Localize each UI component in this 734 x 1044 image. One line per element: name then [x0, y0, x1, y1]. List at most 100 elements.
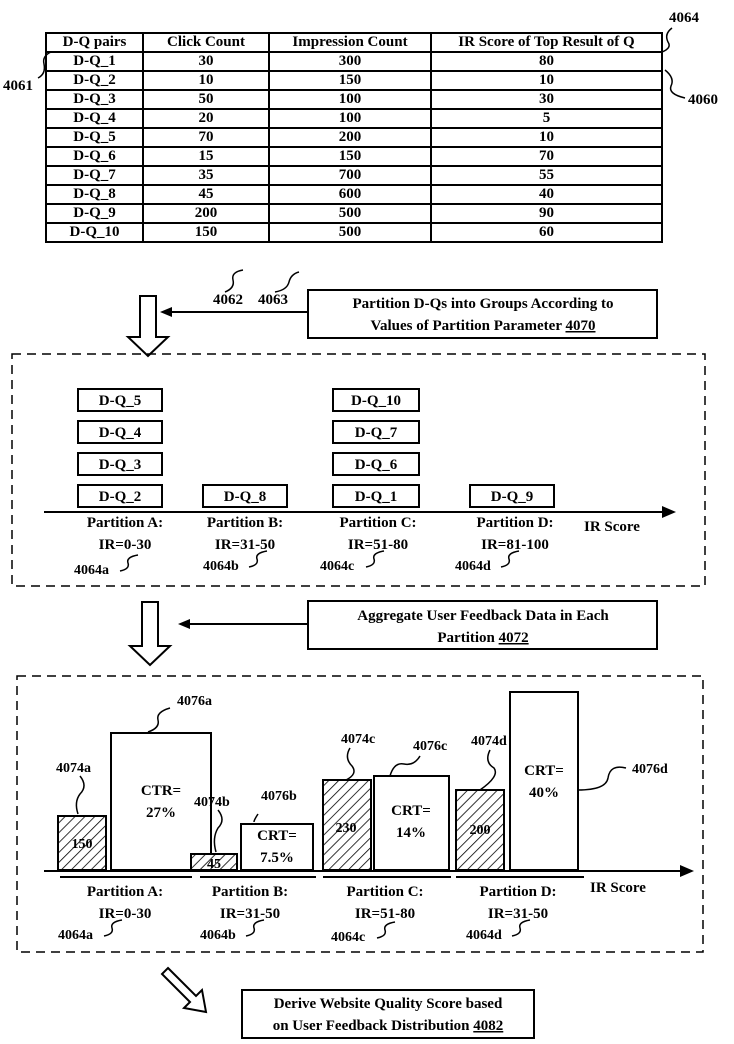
ref-4064d: 4064d [455, 559, 491, 574]
table-cell: 10 [142, 70, 270, 91]
table-cell: 20 [142, 108, 270, 129]
click-bar [57, 815, 107, 871]
table-cell: D-Q_5 [45, 127, 144, 148]
partition-top-name: Partition D: [476, 515, 553, 531]
dq-box [77, 484, 163, 508]
leader-4076d [577, 766, 627, 791]
ref-4074d: 4074d [471, 734, 507, 749]
dq-box [469, 484, 555, 508]
dq-box-label: D-Q_5 [99, 393, 142, 409]
step2-line2: Partition 4072 [437, 630, 528, 646]
ref-4064b: 4064b [200, 928, 236, 943]
rate-bar-label: CTR= [141, 783, 181, 799]
partition-top-range: IR=51-80 [348, 537, 408, 553]
rate-bar [373, 775, 450, 871]
partition-bottom-range: IR=51-80 [355, 906, 415, 922]
dq-box [332, 452, 420, 476]
table-cell: 150 [142, 222, 270, 243]
ir-axis-top-head [662, 506, 676, 518]
table-cell: 30 [430, 89, 663, 110]
rate-bar [509, 691, 579, 871]
table-cell: 60 [430, 222, 663, 243]
leader-4074d [479, 749, 497, 791]
partition-top-name: Partition A: [87, 515, 163, 531]
partition-bottom-name: Partition D: [479, 884, 556, 900]
click-bar-value: 230 [336, 821, 357, 836]
ref-4076c: 4076c [413, 739, 447, 754]
leader-4064d [500, 550, 520, 568]
dq-box-label: D-Q_10 [351, 393, 401, 409]
table-cell: 10 [430, 127, 663, 148]
table-cell: 100 [268, 89, 432, 110]
table-cell: 55 [430, 165, 663, 186]
dq-box-label: D-Q_3 [99, 457, 142, 473]
table-cell: 30 [142, 51, 270, 72]
dq-box-label: D-Q_4 [99, 425, 142, 441]
click-bar-value: 200 [470, 823, 491, 838]
ir-axis-bottom-label: IR Score [590, 880, 646, 896]
table-cell: 45 [142, 184, 270, 205]
ref-4064b: 4064b [203, 559, 239, 574]
rate-bar-label: CRT= [524, 763, 564, 779]
leader-4076c [389, 755, 421, 777]
step3-arrow [160, 966, 208, 1014]
leader-4064a [119, 554, 139, 572]
leader-4074b [213, 809, 223, 853]
col-header-impression: Impression Count [268, 32, 432, 53]
dq-box [332, 388, 420, 412]
table-cell: 5 [430, 108, 663, 129]
partition-top-range: IR=0-30 [99, 537, 152, 553]
ref-4076a: 4076a [177, 694, 212, 709]
rate-bar-label: CRT= [257, 828, 297, 844]
table-cell: D-Q_2 [45, 70, 144, 91]
table-cell: 200 [142, 203, 270, 224]
dq-box-label: D-Q_1 [355, 489, 398, 505]
leader-4064a [103, 919, 123, 937]
leader-4063 [274, 271, 300, 293]
col-header-dq: D-Q pairs [45, 32, 144, 53]
ref-4064a: 4064a [58, 928, 93, 943]
table-cell: 40 [430, 184, 663, 205]
leader-4064 [661, 27, 673, 53]
leader-4064b [245, 919, 265, 937]
table-cell: D-Q_10 [45, 222, 144, 243]
rate-bar-label: CRT= [391, 803, 431, 819]
col-header-click: Click Count [142, 32, 270, 53]
ref-4064c: 4064c [320, 559, 354, 574]
leader-4076b [253, 813, 259, 823]
ref-4062: 4062 [213, 292, 243, 308]
dq-box-label: D-Q_6 [355, 457, 398, 473]
ref-4064c: 4064c [331, 930, 365, 945]
leader-4060 [664, 69, 686, 99]
ref-4064a: 4064a [74, 563, 109, 578]
leader-4061 [37, 51, 52, 79]
table-cell: 80 [430, 51, 663, 72]
table-header-row: D-Q pairs Click Count Impression Count I… [45, 32, 663, 53]
leader-4064c [365, 550, 385, 568]
ref-4076d: 4076d [632, 762, 668, 777]
partition-bottom-range: IR=0-30 [99, 906, 152, 922]
leader-4064c [376, 921, 396, 939]
leader-4062 [224, 269, 244, 293]
table-cell: D-Q_9 [45, 203, 144, 224]
table-cell: D-Q_1 [45, 51, 144, 72]
step1-arrow [125, 295, 171, 358]
dq-box [77, 420, 163, 444]
table-cell: 70 [142, 127, 270, 148]
ref-4074b: 4074b [194, 795, 230, 810]
table-cell: D-Q_6 [45, 146, 144, 167]
partition-top-range: IR=81-100 [481, 537, 549, 553]
ir-axis-top-label: IR Score [584, 519, 640, 535]
partition-bottom-name: Partition A: [87, 884, 163, 900]
step3-line1: Derive Website Quality Score based [274, 996, 503, 1012]
table-cell: 300 [268, 51, 432, 72]
dq-box-label: D-Q_2 [99, 489, 142, 505]
step1-line1: Partition D-Qs into Groups According to [353, 296, 614, 312]
step2-box [307, 600, 658, 650]
table-cell: 15 [142, 146, 270, 167]
step2-line1: Aggregate User Feedback Data in Each [357, 608, 609, 624]
